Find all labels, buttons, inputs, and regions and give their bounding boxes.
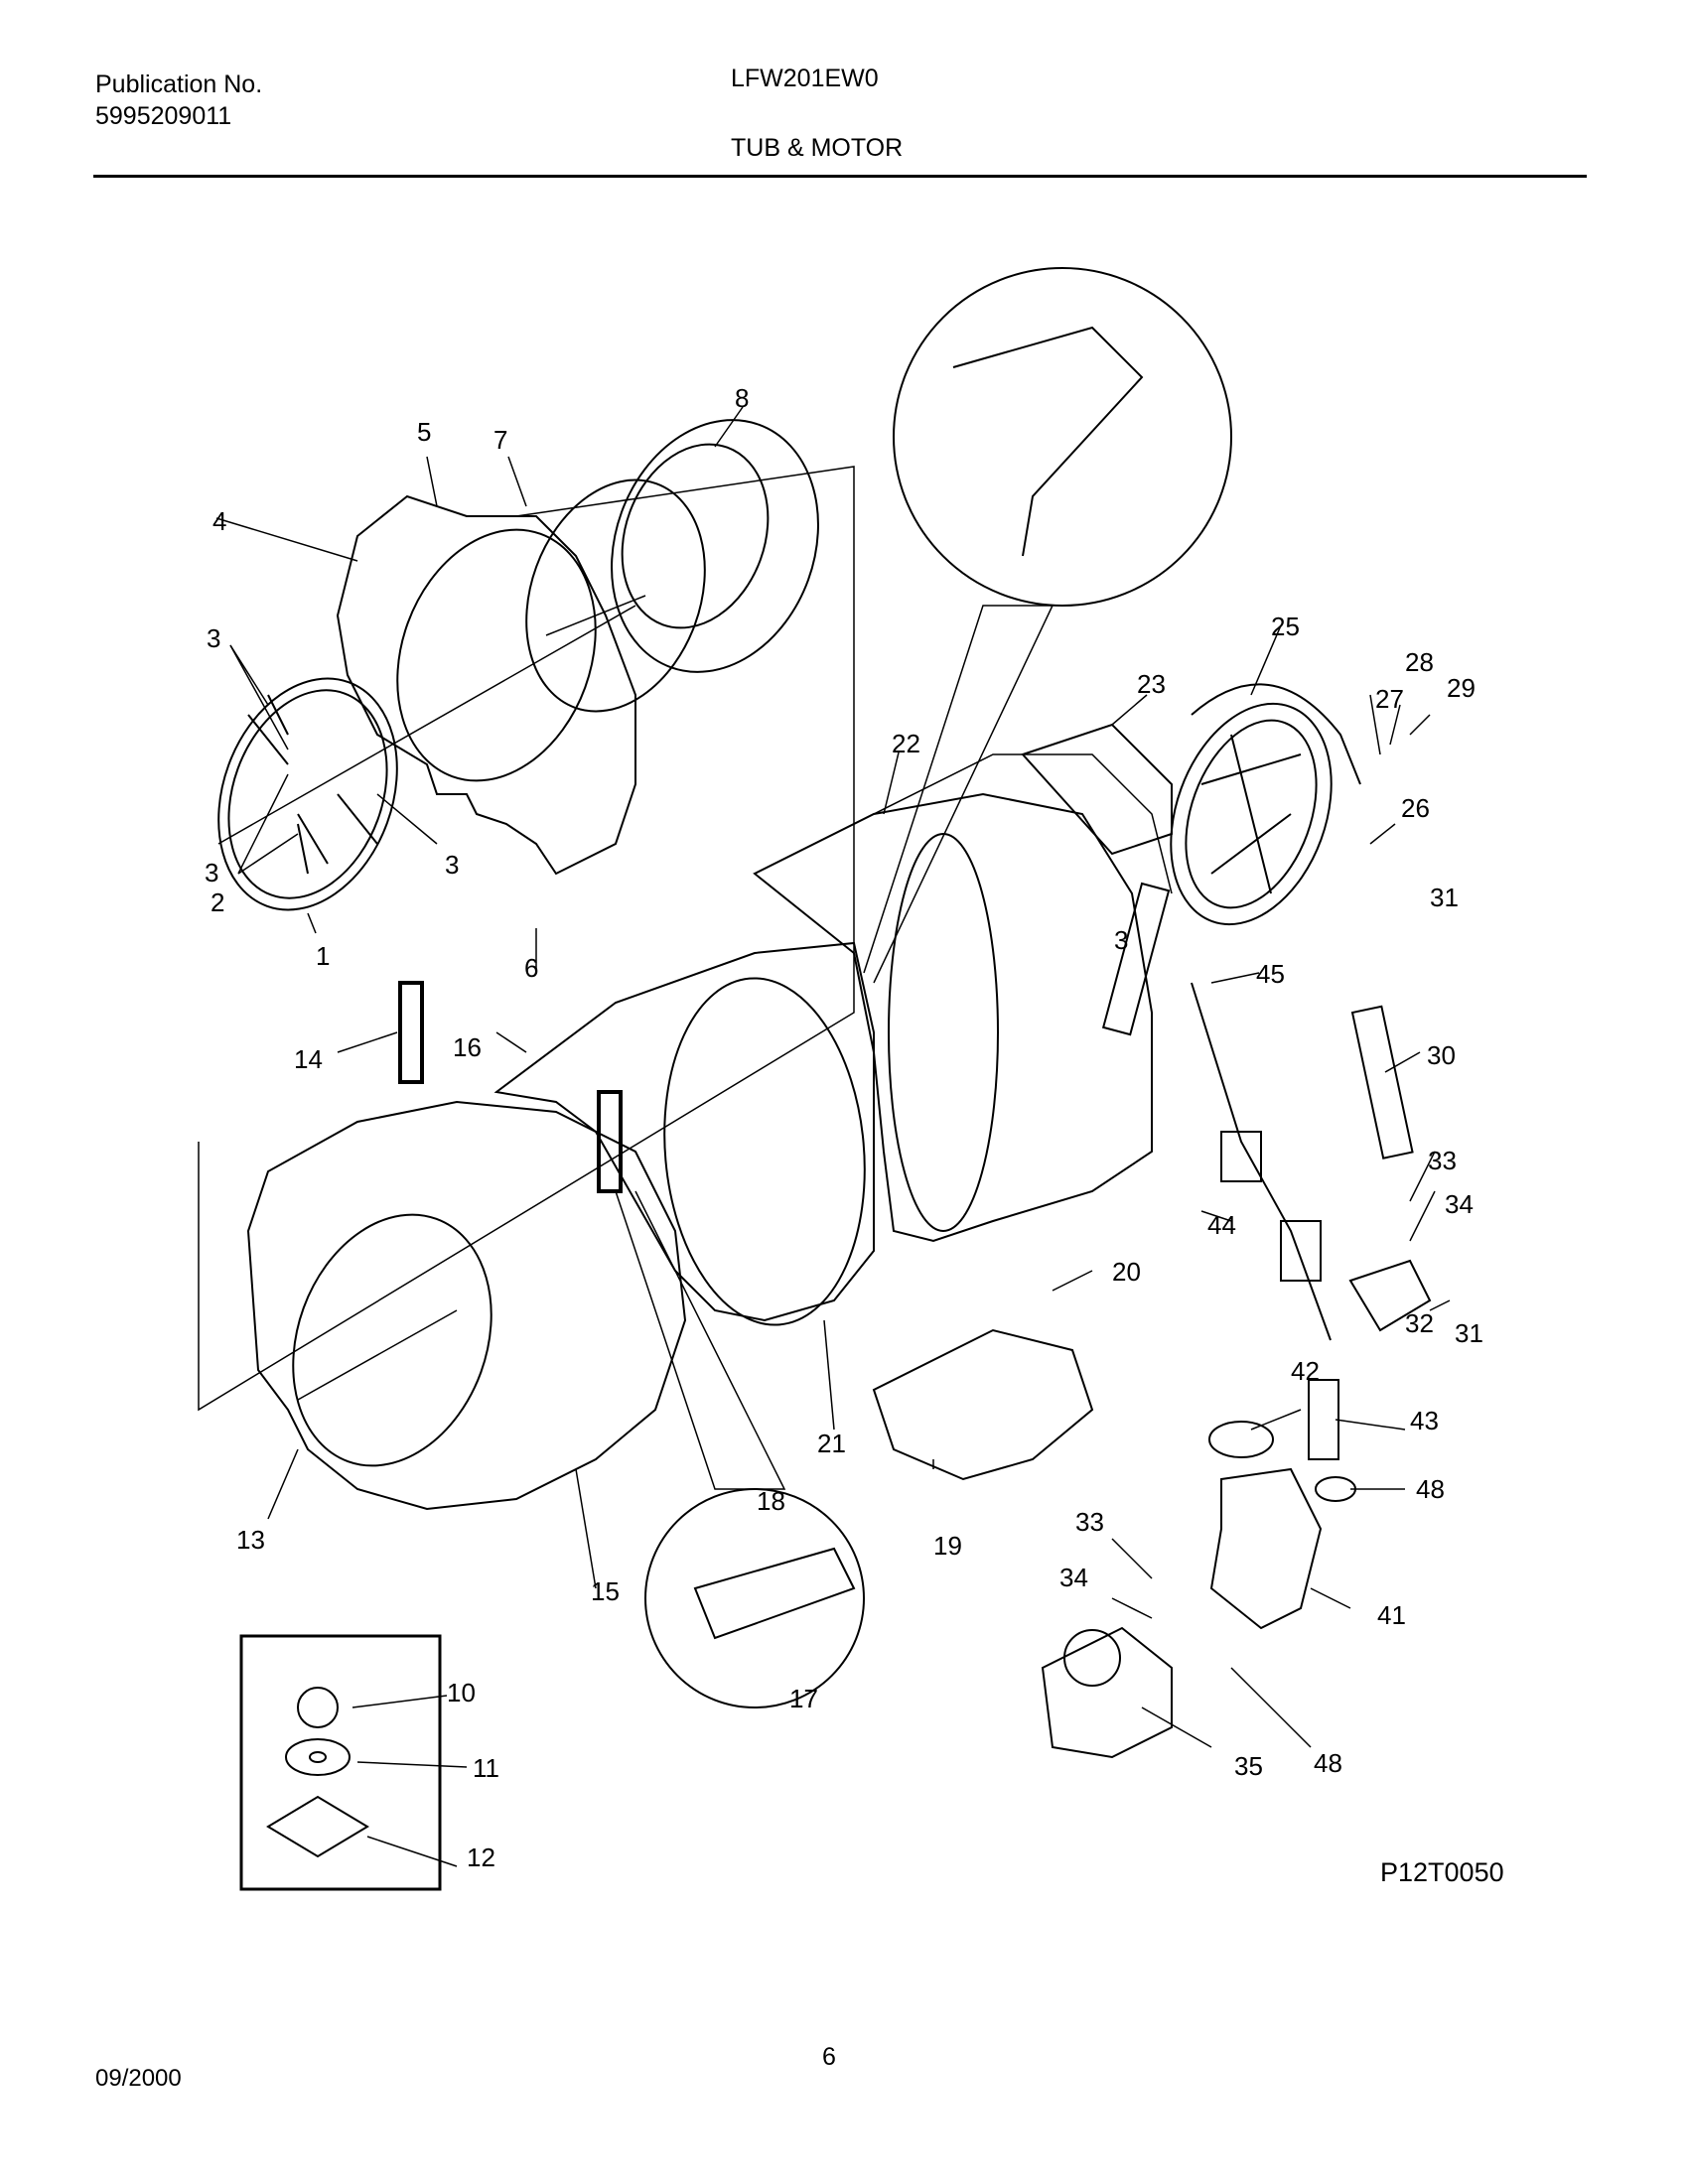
callout-19: 19	[933, 1531, 962, 1561]
callout-4: 4	[212, 506, 226, 536]
callout-33: 33	[1428, 1146, 1457, 1175]
suspension-spring-right	[597, 1090, 623, 1193]
bracket-part	[1021, 723, 1173, 856]
callout-3: 3	[445, 850, 459, 880]
callout-42: 42	[1291, 1356, 1320, 1386]
callout-13: 13	[236, 1525, 265, 1555]
callout-8: 8	[735, 383, 749, 413]
section-title: TUB & MOTOR	[731, 134, 904, 162]
shock-absorber-left	[1101, 882, 1171, 1036]
front-ring-part	[217, 677, 398, 911]
outer-tub-part	[753, 792, 1153, 1243]
shock-absorber-right	[1350, 1005, 1414, 1160]
rear-tub-shell-part	[246, 1100, 687, 1511]
pulley-part	[1170, 702, 1333, 926]
callout-2: 2	[211, 887, 224, 917]
mount-bracket-part	[1348, 1259, 1432, 1332]
callout-22: 22	[892, 729, 920, 758]
footer-date: 09/2000	[95, 2065, 182, 2092]
callout-3: 3	[207, 623, 220, 653]
callout-18: 18	[757, 1486, 785, 1516]
motor-part	[872, 1328, 1094, 1481]
callout-3: 3	[205, 858, 218, 887]
front-tub-part	[336, 494, 636, 876]
callout-48: 48	[1416, 1474, 1445, 1504]
callout-25: 25	[1271, 612, 1300, 641]
callout-29: 29	[1447, 673, 1476, 703]
hose-clamp-part	[1208, 1421, 1274, 1458]
callout-23: 23	[1137, 669, 1166, 699]
callout-28: 28	[1405, 647, 1434, 677]
header-divider	[93, 175, 1587, 178]
callout-20: 20	[1112, 1257, 1141, 1287]
callout-10: 10	[447, 1678, 476, 1707]
footer-page-number: 6	[822, 2043, 836, 2071]
callout-43: 43	[1410, 1406, 1439, 1435]
drain-pump-part	[1041, 1626, 1173, 1759]
callout-26: 26	[1401, 793, 1430, 823]
callout-30: 30	[1427, 1040, 1456, 1070]
model-number: LFW201EW0	[731, 65, 879, 92]
callout-34: 34	[1445, 1189, 1474, 1219]
callout-41: 41	[1377, 1600, 1406, 1630]
callout-15: 15	[591, 1576, 620, 1606]
callout-7: 7	[493, 425, 507, 455]
callout-48: 48	[1314, 1748, 1342, 1778]
publication-number: 5995209011	[95, 102, 232, 130]
callout-6: 6	[524, 953, 538, 983]
callout-5: 5	[417, 417, 431, 447]
suspension-spring-left	[398, 981, 424, 1084]
gasket-ring-part	[525, 478, 706, 713]
hose-part	[1308, 1379, 1339, 1460]
callout-27: 27	[1375, 684, 1404, 714]
spin-basket-part	[493, 941, 875, 1322]
callout-34: 34	[1059, 1563, 1088, 1592]
callout-31: 31	[1430, 883, 1459, 912]
inset-box	[239, 1634, 442, 1891]
callout-33: 33	[1075, 1507, 1104, 1537]
belt-part	[1191, 683, 1361, 785]
callout-35: 35	[1234, 1751, 1263, 1781]
callout-11: 11	[473, 1753, 499, 1783]
callout-1: 1	[316, 941, 330, 971]
figure-code: P12T0050	[1380, 1857, 1504, 1887]
callout-3: 3	[1114, 925, 1128, 955]
publication-label: Publication No.	[95, 70, 263, 98]
callout-32: 32	[1405, 1308, 1434, 1338]
bellows-part	[611, 419, 819, 673]
callout-17: 17	[789, 1684, 818, 1713]
callout-45: 45	[1256, 959, 1285, 989]
callout-14: 14	[294, 1044, 323, 1074]
spider-detail-circle	[893, 267, 1232, 607]
callout-31: 31	[1455, 1318, 1483, 1348]
callout-21: 21	[817, 1429, 846, 1458]
drain-hose-part	[1209, 1467, 1323, 1630]
wire-harness-part	[1191, 982, 1332, 1341]
callout-12: 12	[467, 1843, 495, 1872]
callout-44: 44	[1207, 1210, 1236, 1240]
weight-detail-circle	[644, 1488, 865, 1708]
callout-16: 16	[453, 1032, 482, 1062]
